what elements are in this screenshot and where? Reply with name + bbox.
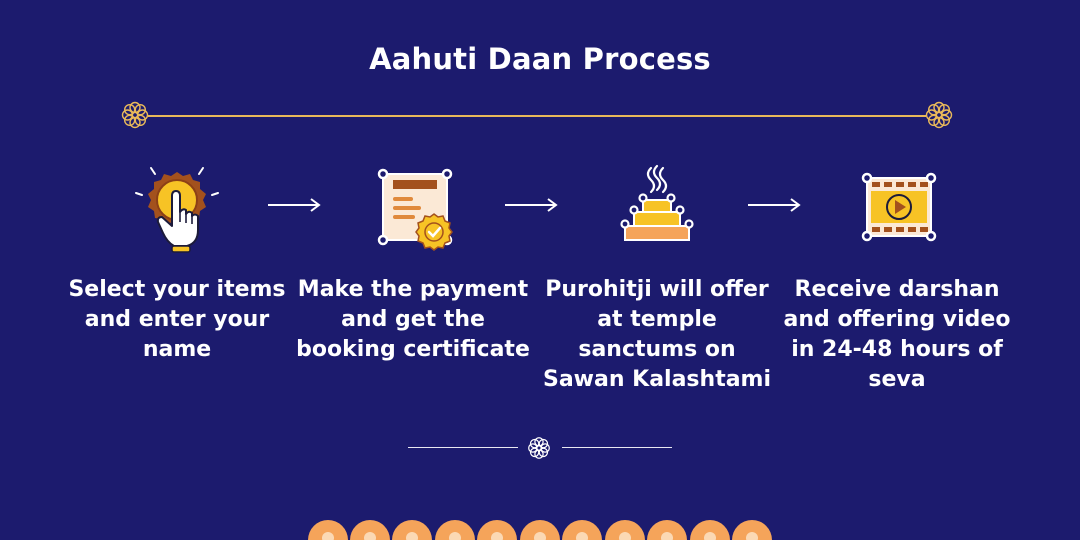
divider-line (148, 115, 926, 117)
video-film-icon (861, 172, 937, 242)
arrow-right-icon (748, 198, 801, 212)
flower-icon (477, 520, 517, 540)
flower-icon (392, 520, 432, 540)
step-receive-video: Receive darshan and offering video in 24… (777, 160, 1017, 395)
step-select-items: Select your items and enter your name (57, 160, 297, 365)
certificate-icon (377, 168, 453, 251)
step-label: Select your items and enter your name (68, 277, 286, 362)
mandala-icon (925, 101, 953, 129)
bottom-divider (408, 432, 672, 462)
havan-kund-icon (620, 164, 694, 241)
step-label: Receive darshan and offering video in 24… (783, 277, 1011, 392)
flower-icon (690, 520, 730, 540)
top-divider (118, 98, 956, 134)
flower-icon (732, 520, 772, 540)
step-label: Purohitji will offer at temple sanctums … (542, 277, 772, 392)
flower-border (308, 520, 772, 540)
arrow-right-icon (268, 198, 321, 212)
page-title: Aahuti Daan Process (369, 42, 711, 76)
divider-line (562, 447, 672, 448)
step-make-payment: Make the payment and get the booking cer… (293, 160, 533, 365)
arrow-right-icon (505, 198, 558, 212)
step-label: Make the payment and get the booking cer… (296, 277, 530, 362)
flower-icon (562, 520, 602, 540)
flower-icon (605, 520, 645, 540)
flower-icon (520, 520, 560, 540)
flower-icon (435, 520, 475, 540)
hand-tap-icon (135, 167, 219, 253)
flower-icon (647, 520, 687, 540)
mandala-icon (121, 101, 149, 129)
flower-icon (350, 520, 390, 540)
step-purohit-offer: Purohitji will offer at temple sanctums … (537, 160, 777, 395)
divider-line (408, 447, 518, 448)
mandala-icon (528, 437, 550, 459)
flower-icon (308, 520, 348, 540)
